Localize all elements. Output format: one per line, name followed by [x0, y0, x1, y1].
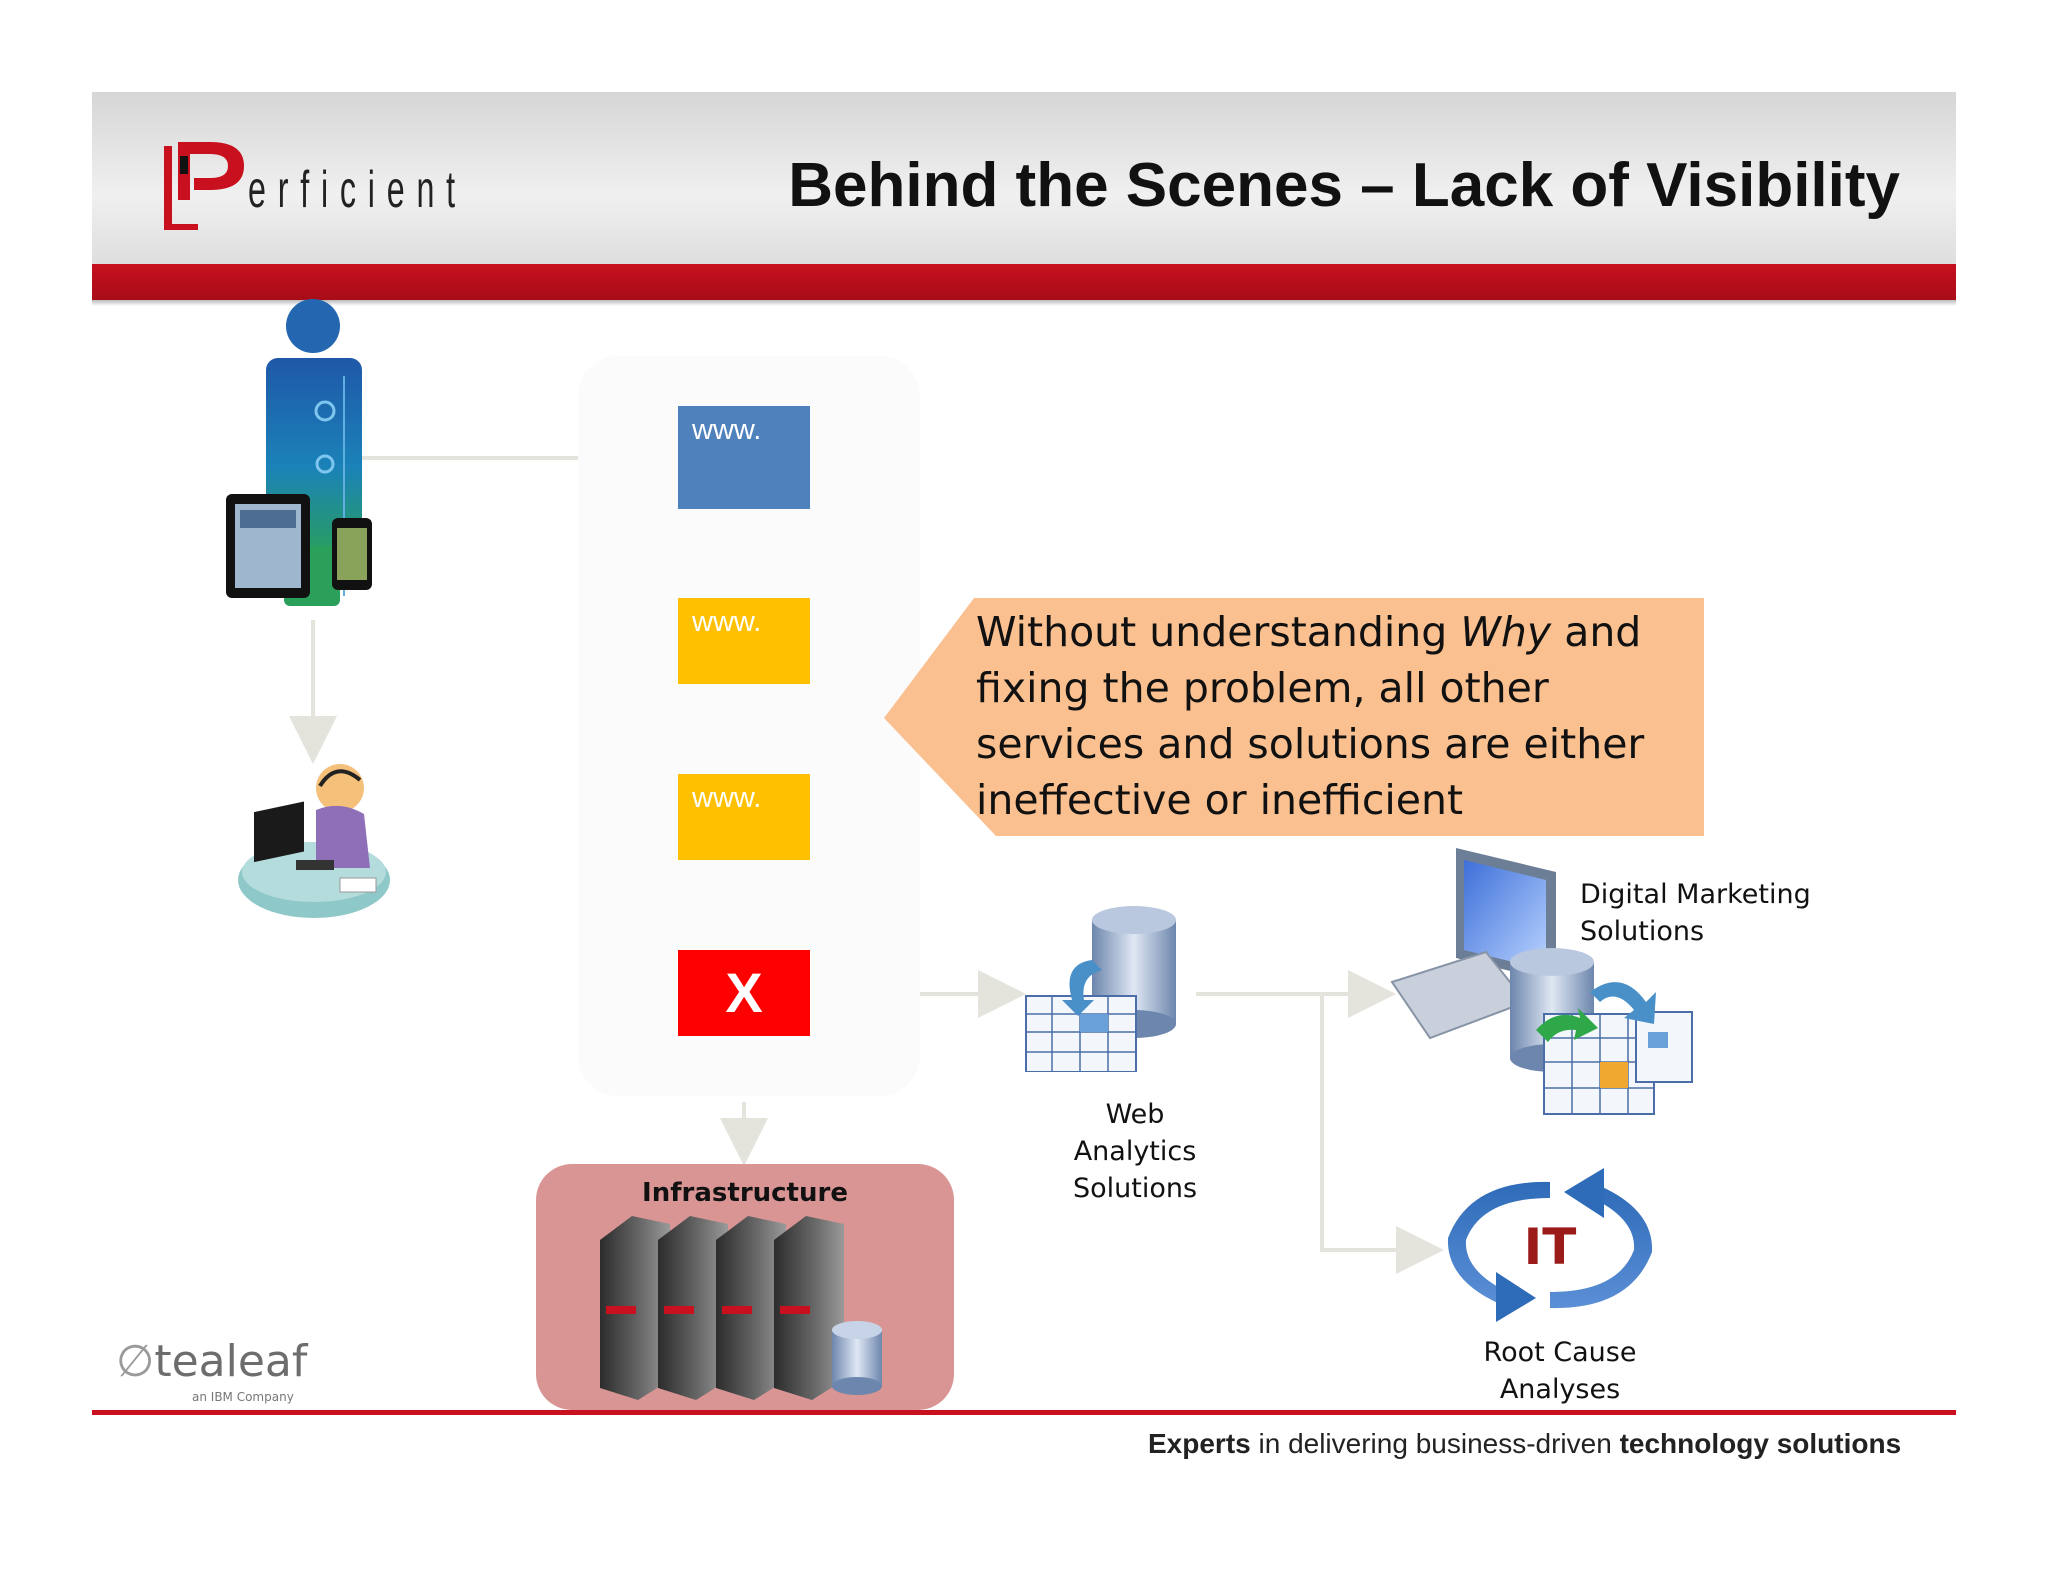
slide-title: Behind the Scenes – Lack of Visibility — [788, 151, 1900, 220]
digital-marketing-label-line-1: Digital Marketing — [1580, 879, 1811, 910]
tagline-technology: technology solutions — [1619, 1428, 1902, 1459]
web-page-box-2: www. — [678, 598, 810, 684]
server-rack-icon — [600, 1216, 882, 1400]
web-analytics-label-line-1: Web Analytics — [1073, 1099, 1197, 1167]
root-cause-label: Root Cause Analyses — [1483, 1337, 1637, 1405]
tealeaf-leaf-icon: ∅ — [116, 1336, 155, 1387]
web-analytics-icon — [1025, 906, 1176, 1072]
callout-text: Without understanding Why and fixing the… — [976, 604, 1706, 828]
tagline-middle: in delivering business-driven — [1250, 1428, 1620, 1459]
digital-marketing-label: Digital Marketing Solutions — [1580, 876, 1840, 950]
customer-devices-icon — [226, 299, 372, 606]
digital-marketing-icon — [1390, 848, 1693, 1115]
call-center-agent-icon — [238, 764, 390, 918]
header-bar-shadow — [92, 300, 1956, 306]
brand-name: erficient — [248, 161, 467, 219]
it-cycle-icon — [1447, 1168, 1653, 1322]
callout-text-end: and fixing the problem, all other servic… — [976, 608, 1645, 824]
it-badge: IT — [1523, 1218, 1577, 1276]
header-red-bar — [92, 264, 1956, 300]
tagline-experts: Experts — [1148, 1428, 1251, 1459]
web-analytics-label: Web Analytics Solutions — [1040, 1096, 1230, 1207]
web-page-box-1: www. — [678, 406, 810, 509]
web-page-box-3: www. — [678, 774, 810, 860]
tealeaf-logo: ∅tealeaf — [116, 1336, 307, 1387]
callout-emphasis: Why — [1460, 608, 1552, 656]
footer-red-line — [92, 1410, 1956, 1415]
callout-shape — [884, 598, 1704, 836]
tealeaf-subtitle: an IBM Company — [192, 1390, 294, 1404]
digital-marketing-label-line-2: Solutions — [1580, 916, 1705, 947]
error-box: X — [678, 950, 810, 1036]
web-analytics-label-line-2: Solutions — [1072, 1173, 1198, 1204]
header-band — [92, 92, 1956, 264]
perficient-logo-mark — [164, 142, 244, 230]
footer-tagline: Experts in delivering business-driven te… — [1148, 1428, 1901, 1460]
tealeaf-wordmark: tealeaf — [154, 1336, 308, 1387]
callout-text-start: Without understanding — [976, 608, 1461, 656]
infrastructure-label: Infrastructure — [642, 1178, 848, 1208]
